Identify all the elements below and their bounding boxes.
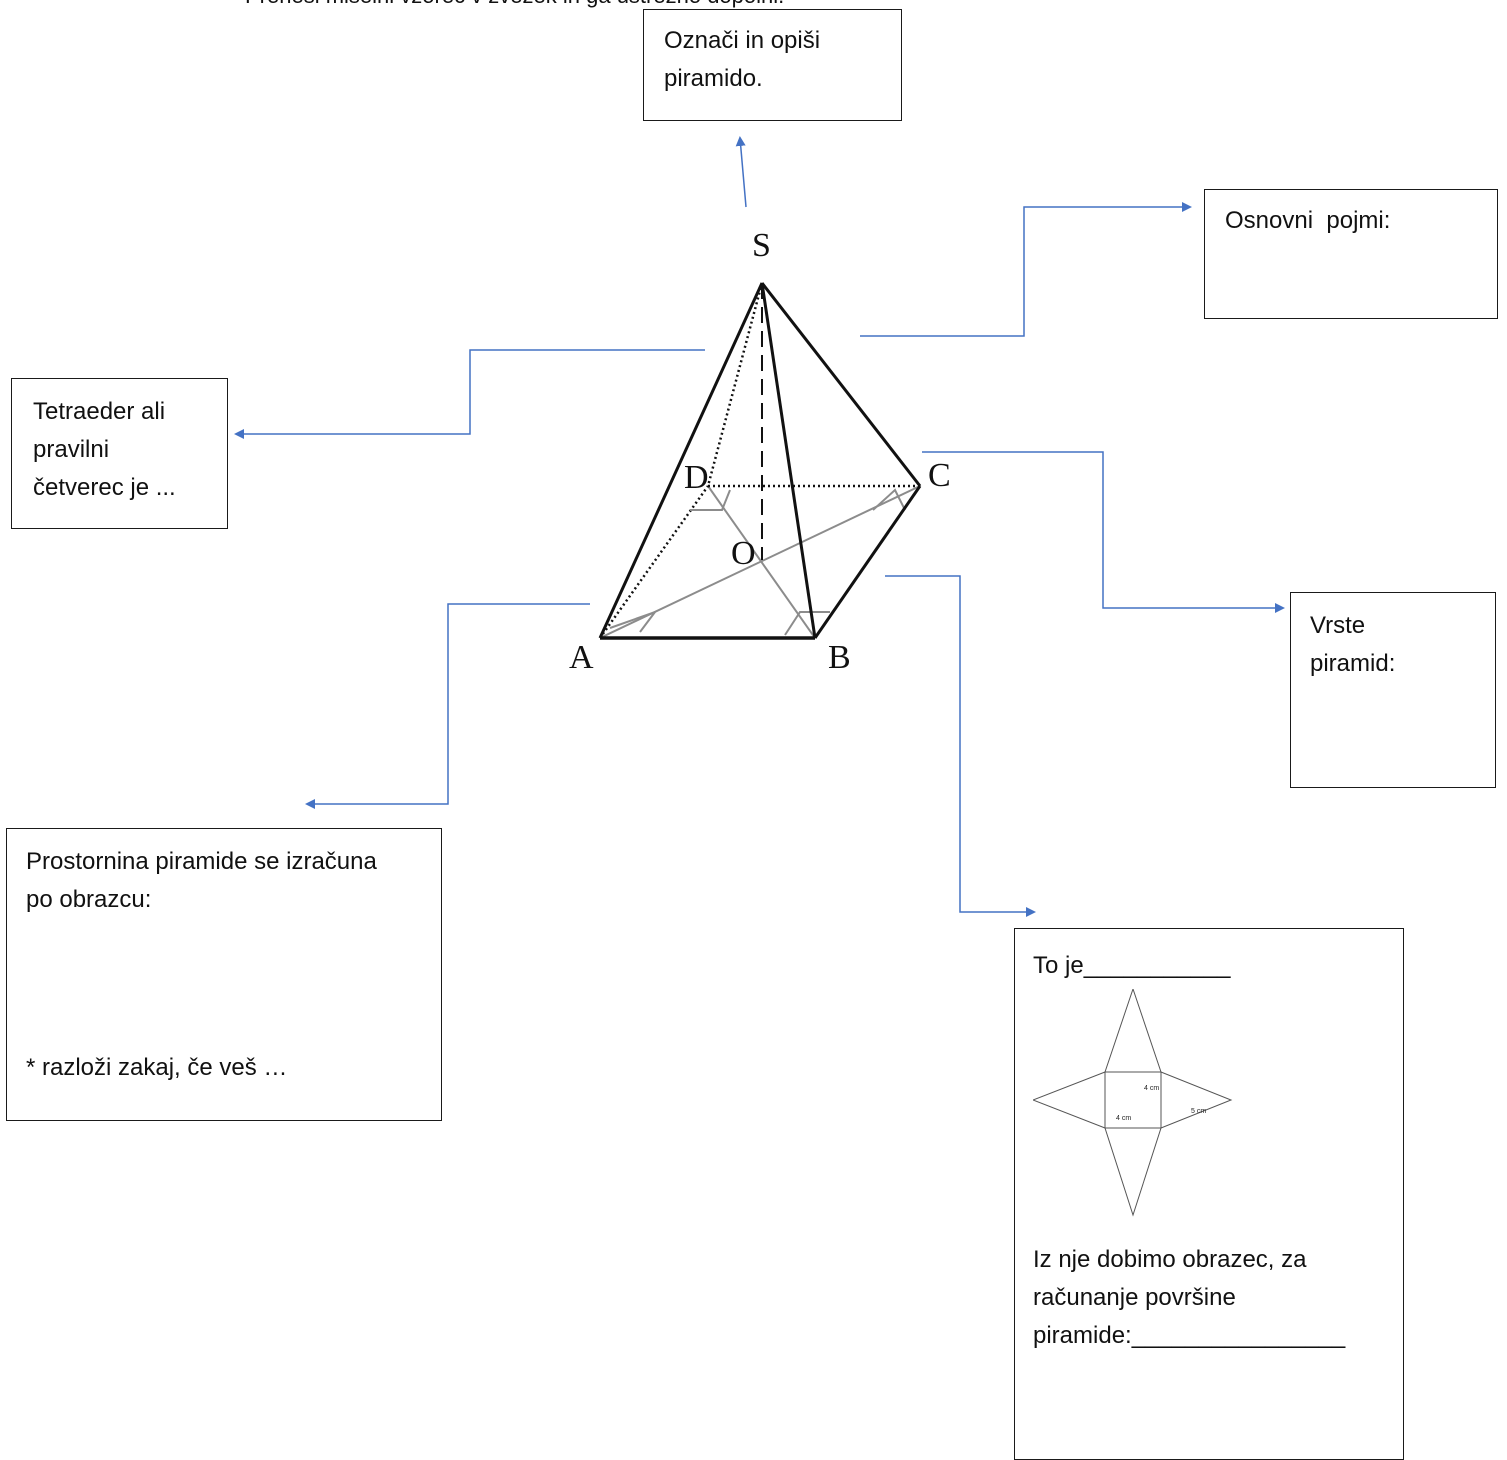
- pyramid-net-figure: 4 cm 4 cm 5 cm: [1033, 989, 1233, 1217]
- box-label-describe: Označi in opiši piramido.: [643, 9, 902, 121]
- angle-mark-c: [872, 488, 906, 511]
- box-prostornina-line2: po obrazcu:: [26, 886, 152, 913]
- box-basic-terms: Osnovni pojmi:: [1204, 189, 1498, 319]
- net-face-left: [1033, 1071, 1106, 1129]
- box-oznaci-line2: piramido.: [664, 65, 763, 92]
- box-oznaci-line1: Označi in opiši: [664, 27, 821, 54]
- net-face-top: [1104, 989, 1162, 1073]
- angle-mark-d: [690, 489, 731, 511]
- edge-sb: [760, 282, 817, 639]
- connector-oznaci: [735, 136, 747, 208]
- net-face-right: [1160, 1071, 1233, 1129]
- connector-prostornina: [305, 603, 590, 809]
- net-label-side-bottom: 4 cm: [1116, 1115, 1131, 1122]
- diagonal-bd: [707, 485, 816, 639]
- connector-tetraeder: [234, 349, 705, 439]
- box-toje-line4: piramide:________________: [1033, 1322, 1346, 1349]
- edge-bc: [813, 485, 922, 639]
- vertex-label-s: S: [752, 227, 771, 264]
- connector-osnovni: [860, 202, 1192, 337]
- box-tetraeder-line1: Tetraeder ali: [33, 398, 166, 425]
- net-label-height: 5 cm: [1191, 1108, 1206, 1115]
- vertex-label-b: B: [828, 639, 851, 676]
- box-toje-line3: računanje površine: [1033, 1284, 1236, 1311]
- box-toje-line1: To je___________: [1033, 952, 1231, 979]
- net-face-bottom: [1104, 1127, 1162, 1217]
- box-tetraeder-line3: četverec je ...: [33, 474, 176, 501]
- angle-mark-a: [609, 609, 658, 633]
- net-label-side-top: 4 cm: [1144, 1085, 1159, 1092]
- net-base-square: [1104, 1071, 1162, 1129]
- box-tetrahedron: Tetraeder ali pravilni četverec je ...: [11, 378, 228, 529]
- box-net: To je___________ 4 cm 4 cm 5 cm Iz nje d…: [1014, 928, 1404, 1460]
- box-pyramid-types: Vrste piramid:: [1290, 592, 1496, 788]
- angle-mark-b: [784, 611, 830, 636]
- vertex-label-a: A: [569, 639, 594, 676]
- box-prostornina-line1: Prostornina piramide se izračuna: [26, 848, 377, 875]
- vertex-label-d: D: [684, 459, 709, 496]
- box-vrste-line1: Vrste: [1310, 612, 1366, 639]
- vertex-label-c: C: [928, 457, 951, 494]
- box-prostornina-note: * razloži zakaj, če veš …: [26, 1054, 288, 1081]
- box-toje-line2: Iz nje dobimo obrazec, za: [1033, 1246, 1307, 1273]
- edge-ad-hidden: [598, 485, 710, 639]
- box-osnovni-line1: Osnovni pojmi:: [1225, 207, 1391, 234]
- edge-sa: [598, 282, 764, 639]
- edge-sd-hidden: [706, 282, 764, 487]
- pyramid-figure: S A B C D O: [569, 227, 951, 676]
- connector-vrste: [922, 451, 1285, 613]
- box-tetraeder-line2: pravilni: [33, 436, 110, 463]
- connector-toje: [885, 575, 1036, 917]
- edge-sc: [760, 282, 922, 487]
- vertex-label-o: O: [731, 535, 756, 572]
- box-vrste-line2: piramid:: [1310, 650, 1396, 677]
- diagonal-ac: [599, 485, 921, 639]
- instruction-text: Prenesi miselni vzorec v zvezek in ga us…: [245, 0, 784, 9]
- box-volume: Prostornina piramide se izračuna po obra…: [6, 828, 442, 1121]
